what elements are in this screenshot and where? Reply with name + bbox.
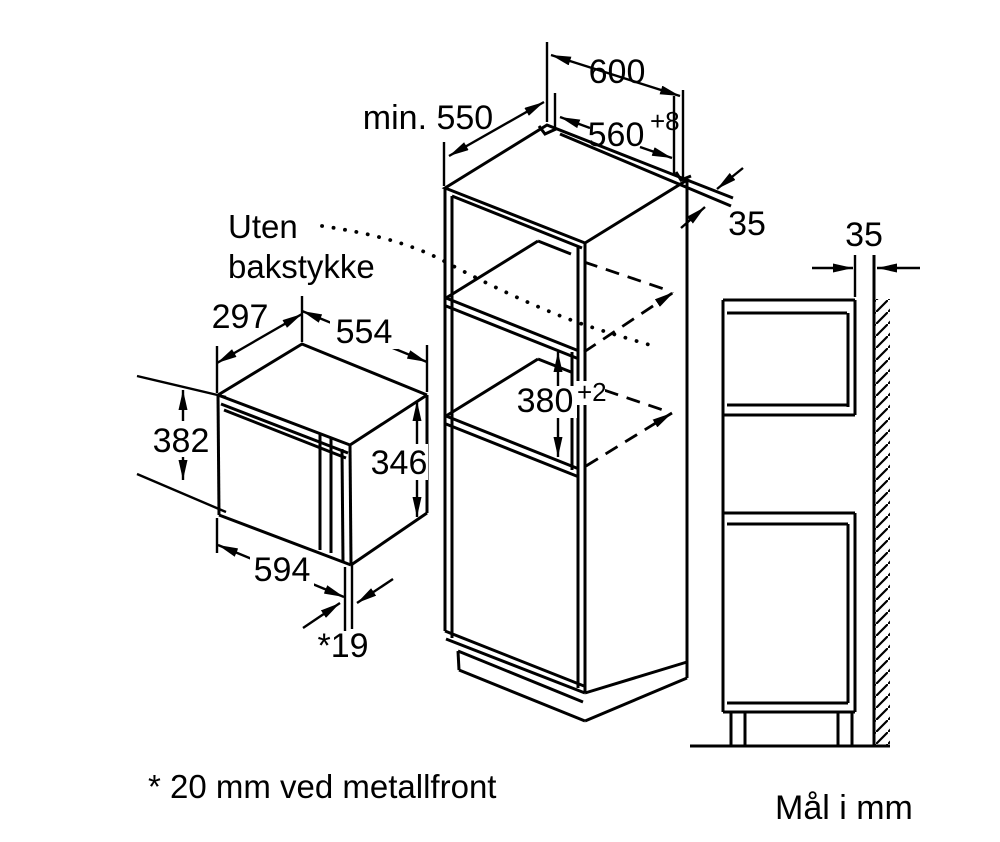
dim-wall-clearance-35: [812, 255, 920, 297]
dim-label-overall-height: 382: [153, 422, 210, 460]
dim-label-cabinet-width: 600: [589, 53, 646, 91]
dim-label-top-width: 554: [336, 313, 393, 351]
dim-door-depth-19: [302, 565, 394, 631]
side-view: 35: [690, 216, 920, 748]
dim-label-back-rail: 35: [728, 205, 766, 243]
side-view-cabinet: [721, 298, 857, 748]
appliance-door: [220, 402, 349, 563]
no-back-panel-label-line1: Uten: [228, 208, 298, 245]
dim-label-door-depth: *19: [317, 627, 368, 665]
dim-label-wall-clearance: 35: [845, 216, 883, 254]
dim-label-niche-width: 560: [588, 116, 645, 154]
label-mask: [513, 386, 577, 418]
label-mask: [149, 421, 213, 457]
label-mask: [250, 553, 314, 587]
dim-label-min-depth: min. 550: [363, 99, 493, 137]
appliance-view: 297 554 382 346 594: [136, 296, 429, 665]
wall: [872, 255, 890, 746]
no-back-panel-label-line2: bakstykke: [228, 248, 375, 285]
dim-label-niche-height-tolerance: +2: [577, 377, 607, 407]
shelf-removal-upper: [583, 260, 675, 354]
label-mask: [371, 444, 428, 480]
dim-label-niche-height: 380: [517, 382, 574, 420]
dim-label-niche-width-tolerance: +8: [650, 106, 680, 136]
no-back-panel-leader: [320, 224, 659, 349]
dim-cabinet-width-600: [545, 42, 685, 178]
label-mask: [575, 381, 605, 405]
cabinet-outline: [441, 123, 734, 723]
units-note: Mål i mm: [775, 789, 913, 827]
cabinet-view: Uten bakstykke min. 550 600 560 +8: [228, 42, 766, 723]
cabinet-shelves: [445, 239, 580, 479]
shelf-removal-lower: [582, 381, 673, 468]
footnote-metal-front: * 20 mm ved metallfront: [148, 768, 496, 805]
dim-label-depth: 297: [212, 298, 269, 336]
wall-hatching: [875, 299, 890, 745]
dim-label-front-width: 594: [254, 551, 311, 589]
dim-niche-width-560: [553, 93, 676, 176]
label-mask: [330, 317, 398, 349]
dim-min-depth-550: [442, 100, 545, 186]
dim-label-body-height: 346: [371, 444, 428, 482]
dim-back-rail-35: [680, 167, 744, 229]
